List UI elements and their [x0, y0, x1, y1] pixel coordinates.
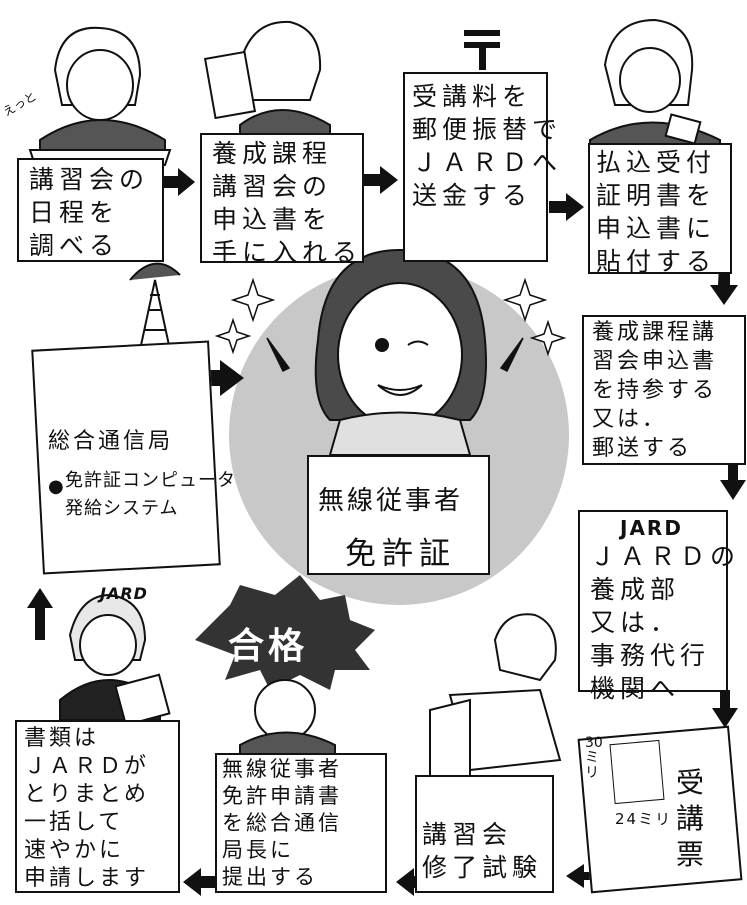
arrow-2-3 — [364, 166, 398, 194]
arrow-ticket-7 — [566, 864, 598, 888]
ticket-photo-frame — [609, 739, 665, 805]
step-text-attach-receipt: 払込受付 証明書を 申込書に 貼付する — [596, 148, 717, 276]
step-box-file-license-application — [215, 753, 387, 893]
bureau-bullet: ● — [48, 476, 69, 497]
jard-office-sign: JARD — [620, 516, 683, 540]
jard-person-sign: JARD — [100, 584, 148, 603]
exam-taking-figure — [429, 613, 562, 792]
woman-winking-figure — [314, 248, 487, 456]
arrow-6-ticket — [712, 690, 738, 728]
step-text-file-license-application: 無線従事者 免許申請書 を総合通信 局長に 提出する — [222, 757, 342, 889]
step-box-send-fee — [403, 72, 548, 262]
step-text-send-fee: 受講料を 郵便振替で ＪＡＲＤへ 送金する — [412, 82, 563, 210]
step-text-exam: 講習会 修了試験 — [422, 820, 543, 882]
happy-person-figure — [239, 679, 336, 756]
sparkle-decorations — [214, 277, 567, 373]
person-with-paper-figure — [203, 20, 331, 136]
arrow-5-6 — [720, 463, 746, 500]
bureau-title: 総合通信局 — [48, 429, 174, 454]
arrow-4-5 — [710, 266, 738, 305]
step-text-jard-office: ＪＡＲＤの 養成部 又は． 事務代行 機関へ — [590, 542, 741, 703]
step-text-get-application: 養成課程 講習会の 申込書を 手に入れる — [212, 139, 363, 267]
pass-burst-text: 合格 — [228, 626, 309, 667]
bureau-system: 免許証コンピュータ 発給システム — [65, 470, 236, 519]
ticket-width-label: 24ミリ — [615, 810, 673, 828]
postal-mark-icon — [464, 30, 500, 70]
arrow-1-2 — [163, 168, 195, 196]
step-text-submit-application: 養成課程講 習会申込書 を持参する 又は． 郵送する — [592, 320, 718, 461]
arrow-7-8 — [396, 868, 430, 896]
pass-burst-shape — [195, 575, 375, 690]
arrow-3-4 — [549, 193, 584, 221]
step-box-jard-batch — [15, 720, 180, 893]
arrow-9-10 — [27, 588, 53, 640]
ticket-height-label: 30 ミ リ — [585, 735, 603, 781]
license-card — [307, 455, 490, 575]
license-card-line1: 無線従事者 — [318, 486, 464, 516]
step-box-attach-receipt — [588, 143, 732, 274]
arrow-10-center — [185, 360, 244, 396]
license-card-line2: 免許証 — [345, 536, 456, 572]
step-box-exam — [415, 775, 554, 893]
step-box-submit-application — [582, 315, 746, 465]
step-box-get-application — [200, 133, 364, 263]
person-pasting-figure — [589, 18, 721, 151]
flow-arrows — [27, 166, 746, 896]
step-box-jard-office — [578, 510, 728, 692]
jard-staff-figure — [59, 593, 171, 727]
step-text-jard-batch: 書類は ＪＡＲＤが とりまとめ 一括して 速やかに 申請します — [24, 726, 150, 891]
step-box-check-schedule — [17, 158, 164, 262]
arrow-8-9 — [183, 868, 217, 896]
radio-tower-icon — [129, 262, 181, 351]
person-studying-figure — [28, 26, 172, 166]
step-text-check-schedule: 講習会の 日程を 調べる — [29, 165, 150, 260]
ticket-title: 受 講 票 — [676, 766, 710, 871]
